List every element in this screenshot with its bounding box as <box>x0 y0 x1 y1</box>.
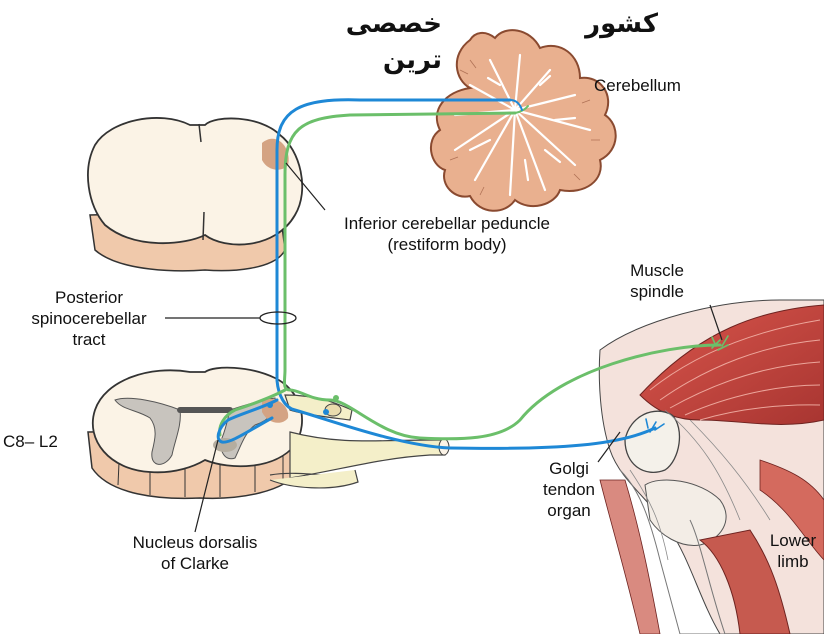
label-lower-limb: Lower limb <box>765 530 821 572</box>
label-tract-line3: tract <box>14 329 164 350</box>
label-limb-line2: limb <box>765 551 821 572</box>
label-peduncle-line2: (restiform body) <box>318 234 576 255</box>
label-golgi-tendon-organ: Golgi tendon organ <box>534 458 604 521</box>
lower-limb-illustration <box>599 300 824 634</box>
label-muscle-line2: spindle <box>622 281 692 302</box>
label-muscle-line1: Muscle <box>622 260 692 281</box>
banner-text-right: کشور <box>585 6 658 42</box>
label-limb-line1: Lower <box>765 530 821 551</box>
label-peduncle-line1: Inferior cerebellar peduncle <box>318 213 576 234</box>
upper-cord-section <box>88 118 302 271</box>
label-muscle-spindle: Muscle spindle <box>622 260 692 302</box>
label-golgi-line3: organ <box>534 500 604 521</box>
page-banner: خصصی ترین کشور <box>330 6 630 46</box>
label-posterior-spinocerebellar-tract: Posterior spinocerebellar tract <box>14 287 164 350</box>
label-golgi-line2: tendon <box>534 479 604 500</box>
banner-text-left: خصصی ترین <box>330 6 442 78</box>
label-tract-line2: spinocerebellar <box>14 308 164 329</box>
label-tract-line1: Posterior <box>14 287 164 308</box>
label-nucleus-line1: Nucleus dorsalis <box>110 532 280 553</box>
label-spinal-level: C8– L2 <box>3 431 58 452</box>
label-cerebellum: Cerebellum <box>594 75 681 96</box>
label-nucleus-dorsalis: Nucleus dorsalis of Clarke <box>110 532 280 574</box>
label-inferior-cerebellar-peduncle: Inferior cerebellar peduncle (restiform … <box>318 213 576 255</box>
label-golgi-line1: Golgi <box>534 458 604 479</box>
label-nucleus-line2: of Clarke <box>110 553 280 574</box>
cerebellum-illustration <box>431 30 616 211</box>
